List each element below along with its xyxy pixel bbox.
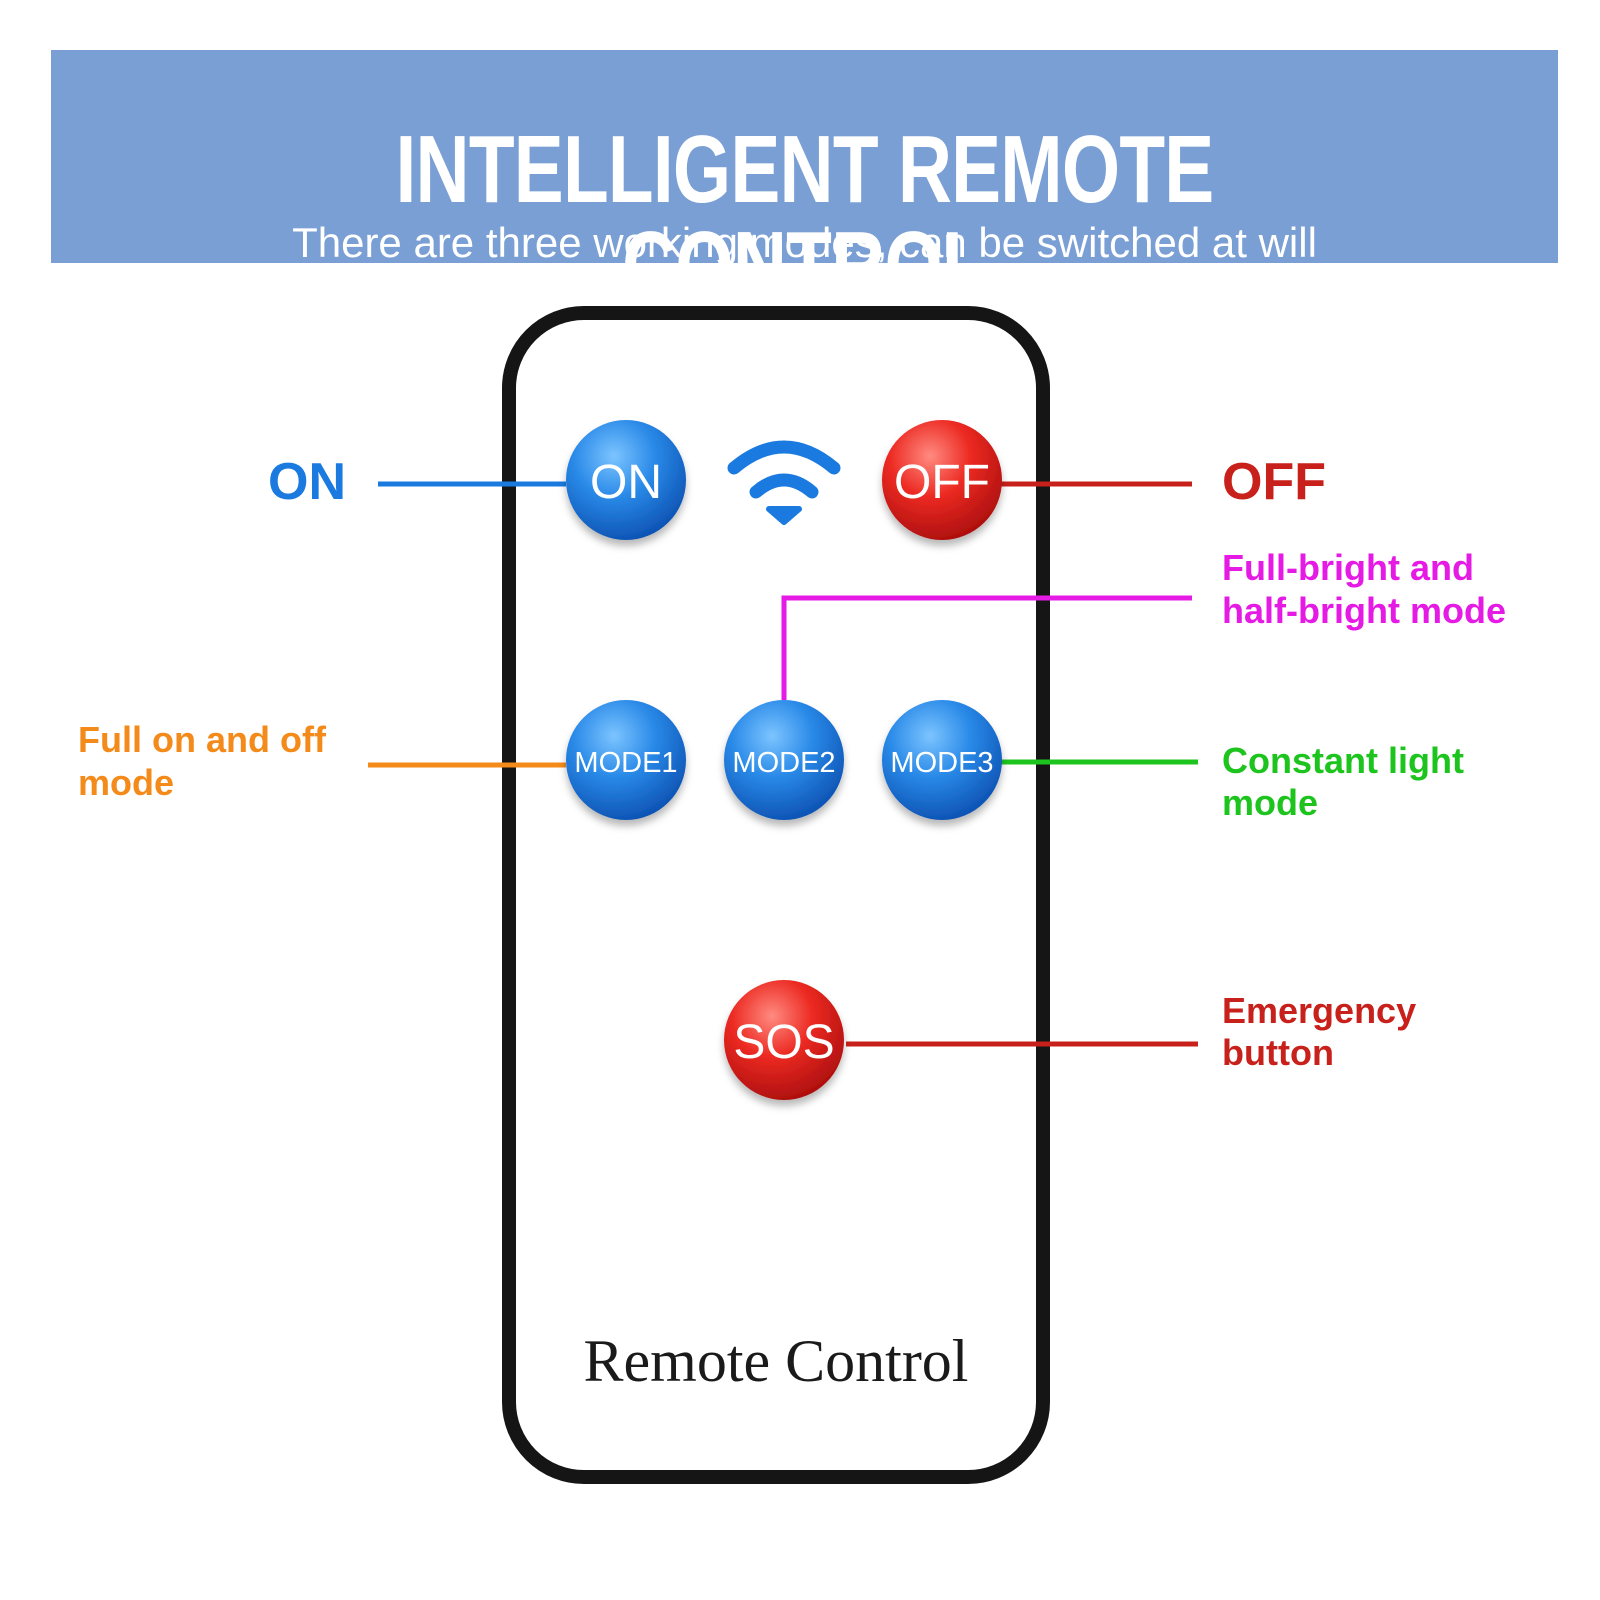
- callout-mode3-line2: mode: [1222, 782, 1319, 823]
- callout-sos-line1: Emergency: [1222, 990, 1417, 1031]
- sos-button[interactable]: SOS: [724, 980, 844, 1100]
- wifi-icon: [727, 440, 841, 525]
- banner-title: INTELLIGENT REMOTE CONTROL: [395, 116, 1215, 319]
- callout-mode3-line1: Constant light: [1222, 740, 1464, 781]
- callout-mode1-line1: Full on and off: [78, 719, 326, 760]
- mode3-button-label: MODE3: [890, 747, 993, 779]
- callout-on: ON: [268, 453, 346, 511]
- banner-subtitle: There are three working modes, can be sw…: [292, 219, 1317, 266]
- leader-line-mode2: [781, 595, 1192, 700]
- mode3-button[interactable]: MODE3: [882, 700, 1002, 820]
- callout-mode1-line2: mode: [78, 762, 175, 803]
- callout-sos: Emergency button: [1222, 990, 1416, 1074]
- mode1-button-label: MODE1: [574, 747, 677, 779]
- remote-control-label: Remote Control: [583, 1328, 969, 1394]
- mode2-button[interactable]: MODE2: [724, 700, 844, 820]
- on-button[interactable]: ON: [566, 420, 686, 540]
- off-button[interactable]: OFF: [882, 420, 1002, 540]
- callout-off: OFF: [1222, 453, 1326, 511]
- title-banner: INTELLIGENT REMOTE CONTROL There are thr…: [51, 50, 1558, 314]
- off-button-label: OFF: [894, 456, 990, 509]
- callout-mode2-line1: Full-bright and: [1222, 547, 1474, 588]
- mode1-button[interactable]: MODE1: [566, 700, 686, 820]
- on-button-label: ON: [590, 456, 662, 509]
- callout-sos-line2: button: [1222, 1032, 1334, 1073]
- callout-mode1: Full on and off mode: [78, 718, 326, 804]
- callout-mode2-line2: half-bright mode: [1222, 590, 1506, 631]
- callout-mode2: Full-bright and half-bright mode: [1222, 546, 1506, 632]
- callout-mode3: Constant light mode: [1222, 740, 1464, 824]
- mode2-button-label: MODE2: [732, 747, 835, 779]
- sos-button-label: SOS: [733, 1016, 834, 1069]
